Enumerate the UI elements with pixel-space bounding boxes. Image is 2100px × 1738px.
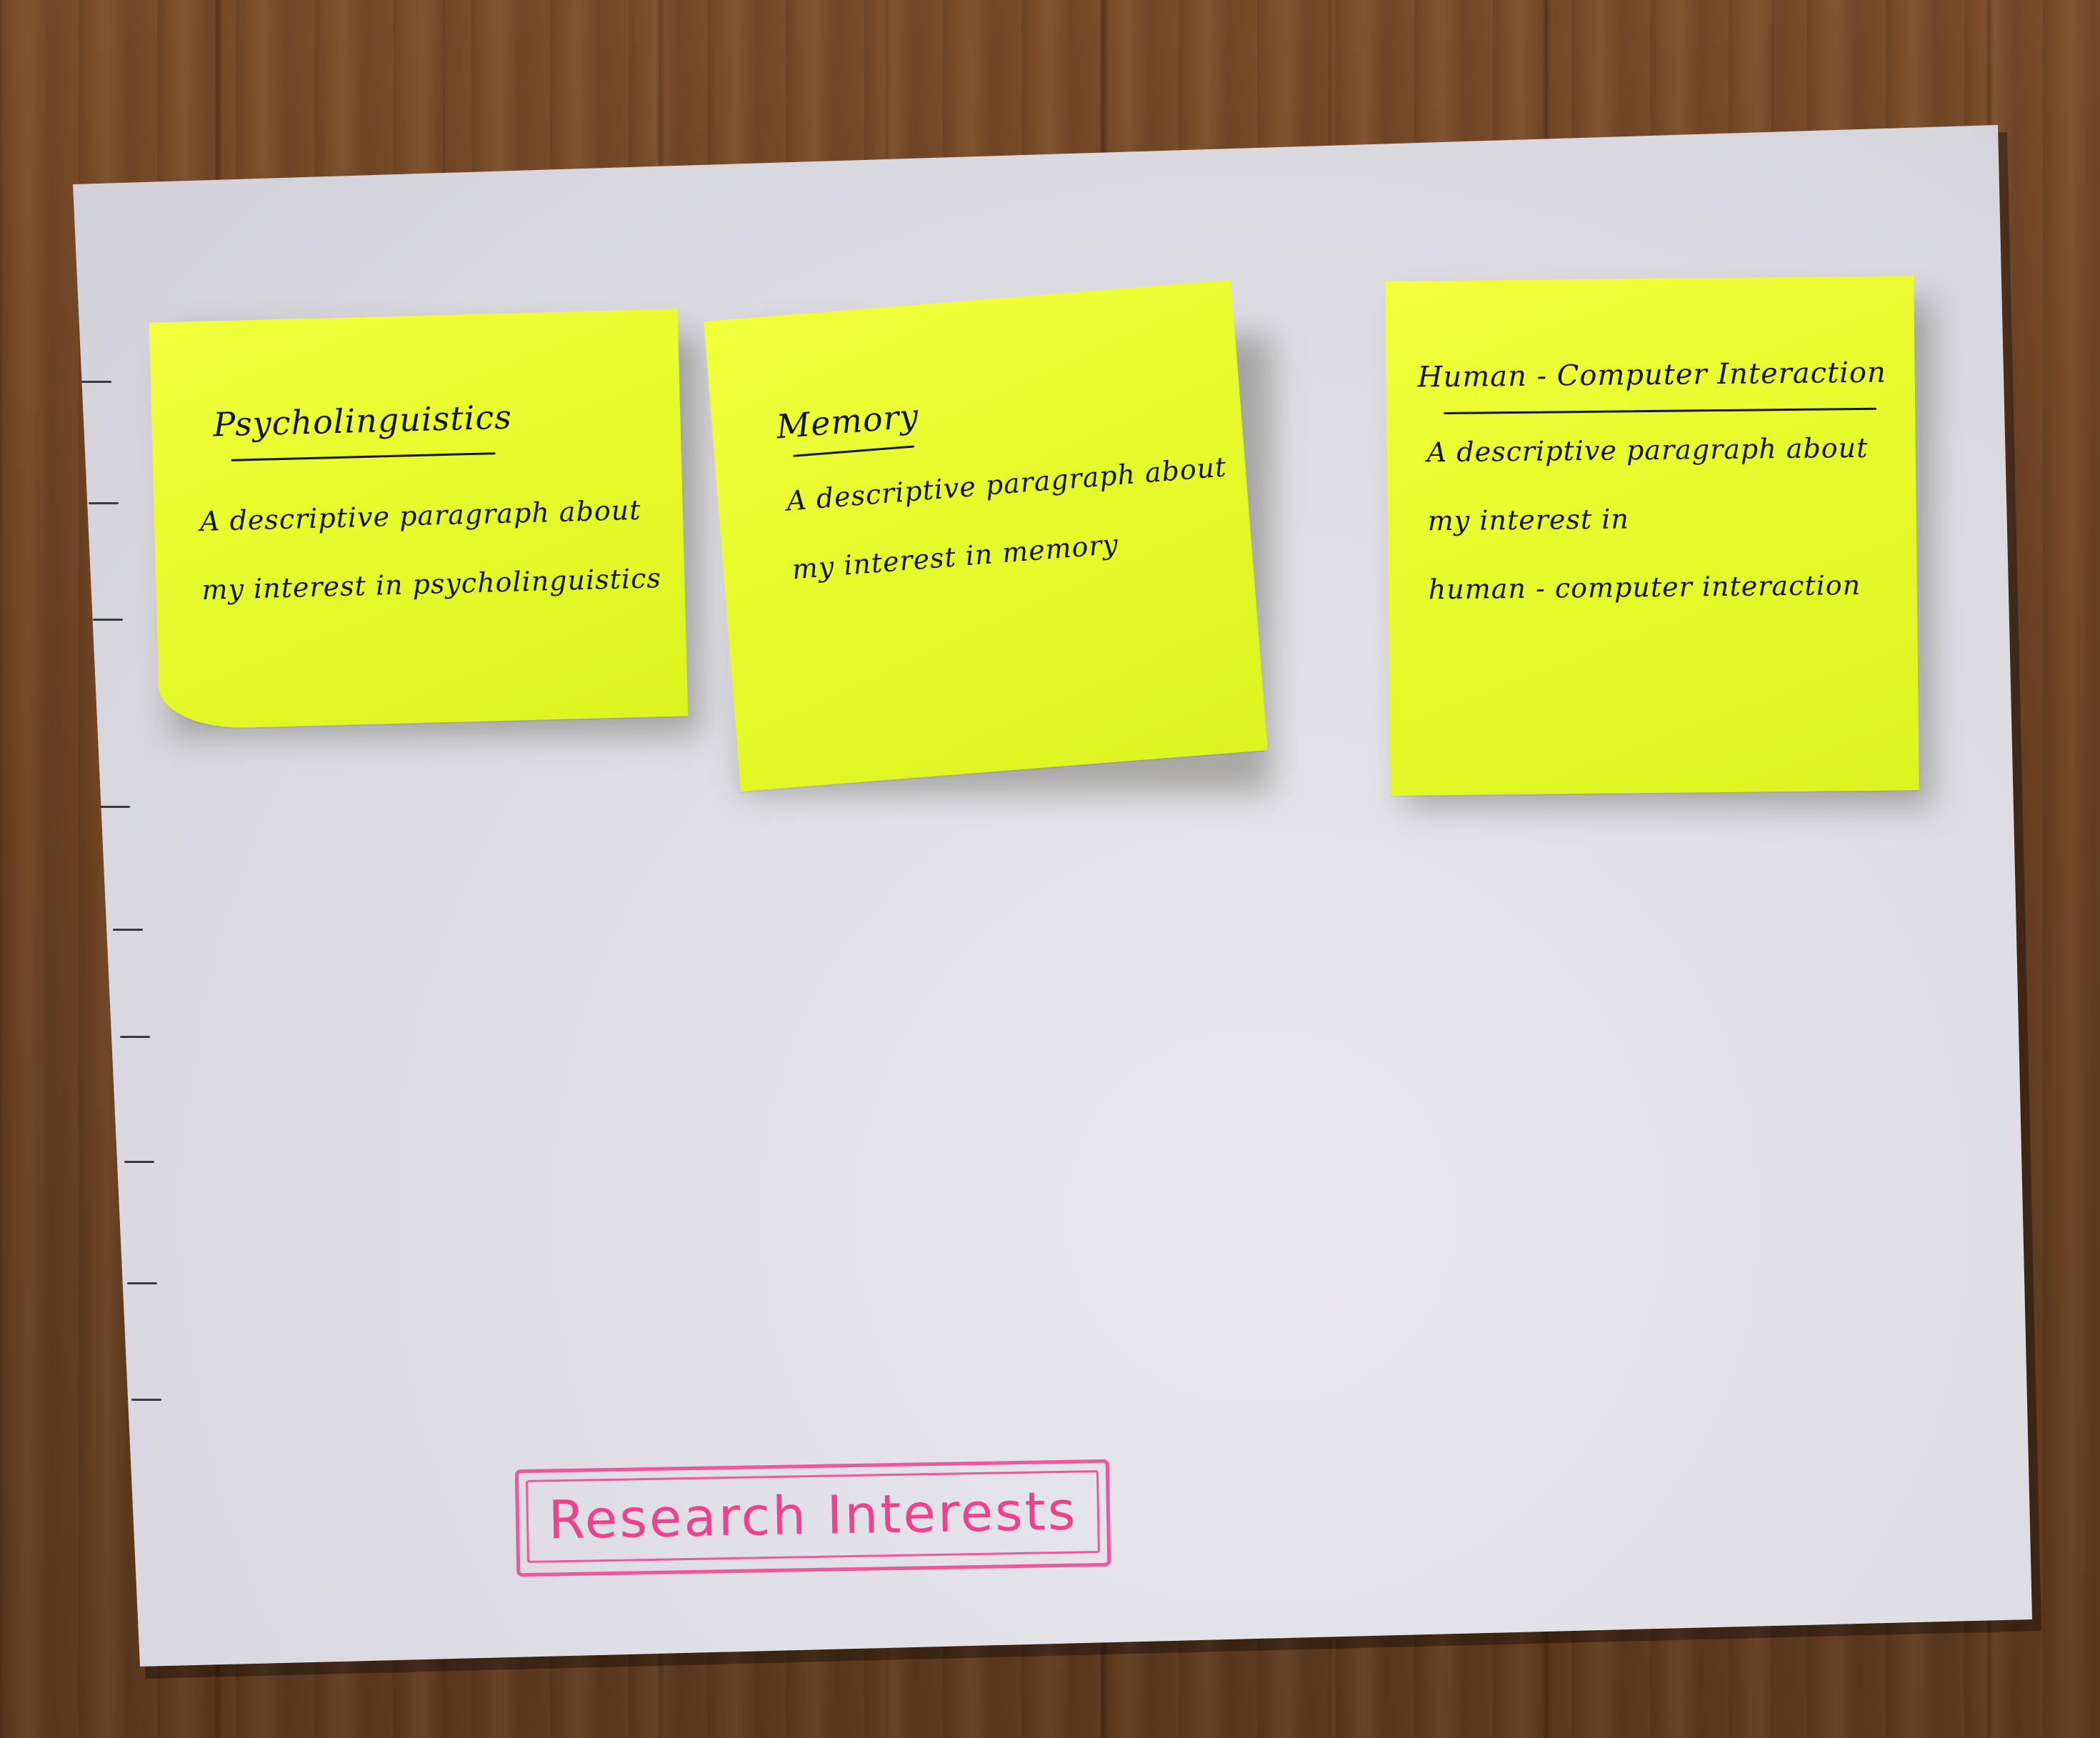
note-line: human - computer interaction	[1428, 569, 1861, 606]
binding-tick	[100, 806, 130, 808]
binding-tick	[120, 1036, 150, 1038]
note-body: A descriptive paragraph about my interes…	[784, 432, 1235, 604]
page-label-box: Research Interests	[514, 1459, 1111, 1577]
note-body: A descriptive paragraph about my interes…	[1426, 414, 1870, 624]
binding-tick	[131, 1399, 161, 1401]
binding-tick	[93, 619, 123, 621]
note-body: A descriptive paragraph about my interes…	[199, 475, 662, 624]
note-title: Memory	[775, 396, 921, 446]
note-line: A descriptive paragraph about	[199, 494, 641, 538]
binding-tick	[127, 1282, 157, 1284]
note-line: A descriptive paragraph about	[1426, 431, 1869, 469]
sticky-note-memory[interactable]: Memory A descriptive paragraph about my …	[704, 279, 1268, 792]
note-line: my interest in psycholinguistics	[201, 562, 662, 606]
binding-tick	[113, 929, 143, 931]
page-label: Research Interests	[547, 1480, 1078, 1552]
binding-tick	[81, 381, 111, 383]
note-title-underline	[231, 452, 496, 461]
sticky-note-human-computer-interaction[interactable]: Human - Computer Interaction A descripti…	[1385, 276, 1919, 796]
note-title: Psycholinguistics	[212, 397, 513, 444]
note-title: Human - Computer Interaction	[1417, 356, 1886, 394]
binding-tick	[124, 1161, 154, 1163]
note-line: my interest in	[1427, 503, 1630, 537]
note-title-underline	[1444, 407, 1877, 415]
binding-tick	[89, 502, 119, 504]
sticky-note-psycholinguistics[interactable]: Psycholinguistics A descriptive paragrap…	[149, 309, 689, 730]
note-title-underline	[793, 445, 914, 457]
